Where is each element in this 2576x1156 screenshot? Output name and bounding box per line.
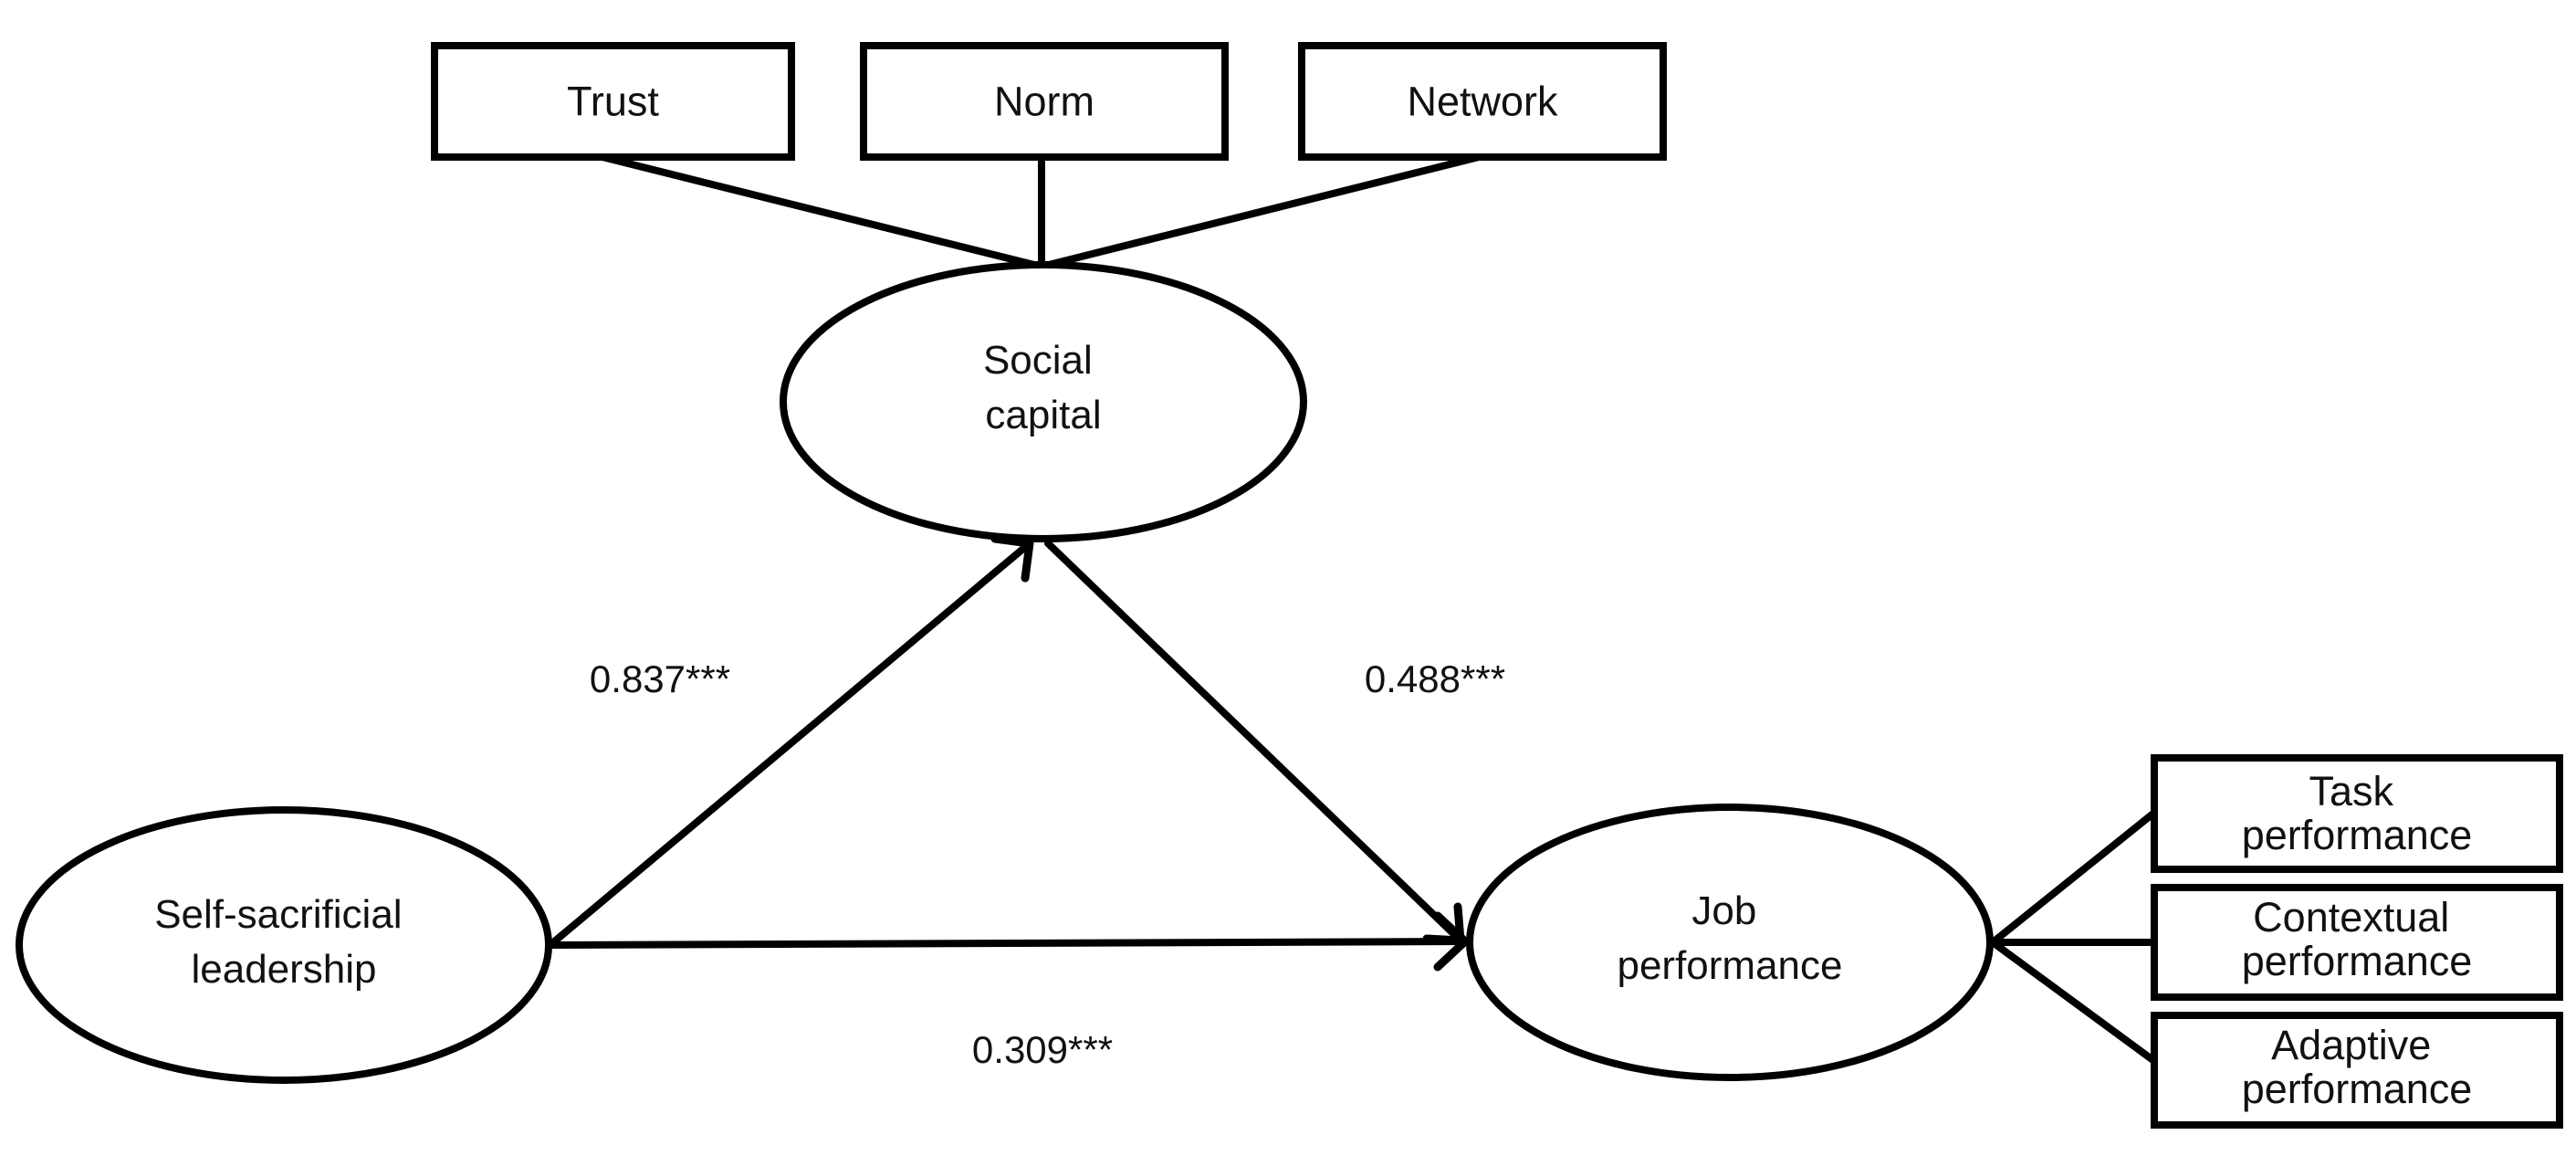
box-trust-label: Trust [567,79,659,125]
oval-social-capital-label: Social capital [983,338,1104,437]
social-capital-line-1: Social [983,338,1093,383]
task-performance-line-1: Task [2309,768,2393,814]
adaptive-performance-line-2: performance [2242,1066,2473,1112]
box-network-label: Network [1407,79,1558,125]
link-trust-social-capital [599,153,1045,270]
link-network-social-capital [1038,153,1482,270]
box-norm-label: Norm [994,79,1094,125]
coefficient-leadership-job-performance: 0.309*** [972,1028,1113,1071]
path-leadership-to-social-capital [549,540,1033,947]
coefficient-leadership-social-capital: 0.837*** [590,657,730,700]
box-norm: Norm [860,42,1229,161]
box-adaptive-performance: Adaptive performance [2151,1012,2563,1129]
social-capital-line-2: capital [985,393,1101,437]
box-task-performance: Task performance [2151,754,2563,873]
box-task-performance-label: Task performance [2242,768,2473,858]
oval-job-performance-label: Job performance [1617,888,1842,988]
link-job-adaptive-performance [1989,939,2158,1065]
self-sacrificial-leadership-line-1: Self-sacrificial [154,892,402,937]
box-trust: Trust [431,42,795,161]
box-contextual-performance: Contextual performance [2151,884,2563,1001]
path-social-capital-to-job-performance [1044,540,1464,944]
path-leadership-to-job-performance [549,938,1469,949]
box-contextual-performance-label: Contextual performance [2242,894,2473,984]
oval-self-sacrificial-leadership-label: Self-sacrificial leadership [154,892,414,992]
oval-self-sacrificial-leadership: Self-sacrificial leadership [16,806,552,1084]
self-sacrificial-leadership-line-2: leadership [191,947,376,992]
contextual-performance-line-1: Contextual [2253,894,2449,941]
arrowhead-job-performance-from-leadership [1433,911,1470,972]
box-adaptive-performance-label: Adaptive performance [2242,1022,2473,1112]
oval-social-capital: Social capital [780,261,1307,542]
coefficient-social-capital-job-performance: 0.488*** [1365,657,1505,700]
oval-job-performance: Job performance [1466,804,1994,1081]
job-performance-line-1: Job [1691,888,1756,933]
contextual-performance-line-2: performance [2242,938,2473,984]
box-network: Network [1298,42,1667,161]
task-performance-line-2: performance [2242,812,2473,858]
link-job-task-performance [1989,809,2158,946]
job-performance-line-2: performance [1617,943,1842,988]
adaptive-performance-line-1: Adaptive [2271,1022,2431,1068]
